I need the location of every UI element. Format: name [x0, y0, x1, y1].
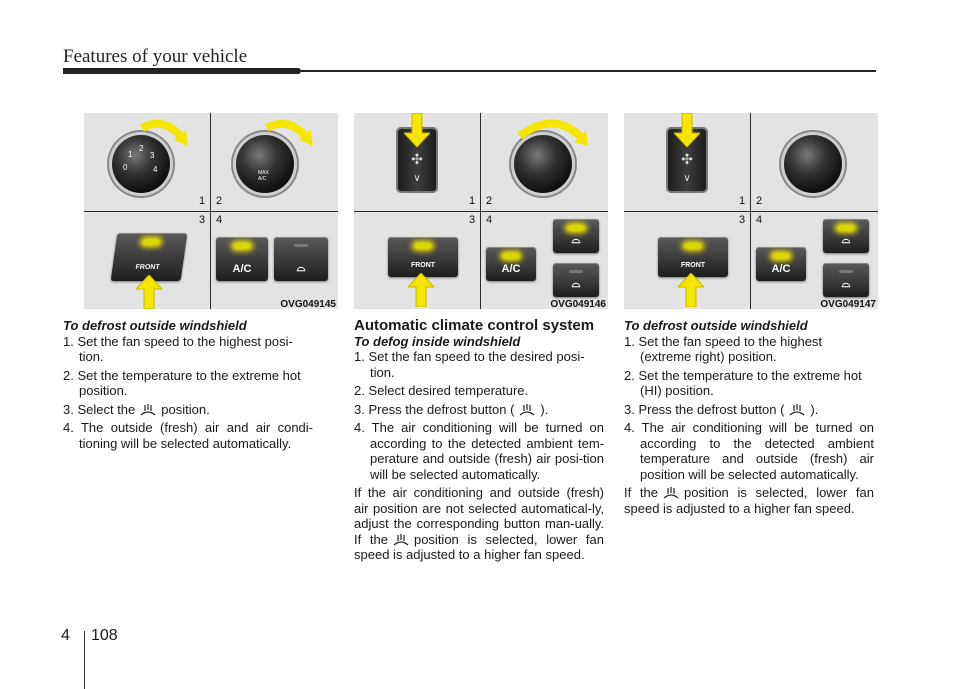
chevron-down-icon: ∨: [683, 173, 691, 184]
recirculation-button: ⌓: [274, 237, 328, 281]
outside-air-button: ⌓: [553, 219, 599, 253]
defrost-icon: [790, 403, 805, 415]
chapter-number: 4: [61, 627, 70, 644]
section-heading: To defrost outside windshield: [63, 318, 247, 333]
arrow-up-icon: [136, 275, 162, 309]
fan-icon: ✣: [411, 151, 423, 167]
step-2: 2. Set the temperature to the extreme ho…: [624, 367, 862, 399]
section-heading: To defog inside windshield: [354, 333, 521, 349]
rotate-arrow-icon: [517, 119, 588, 146]
arrow-up-icon: [678, 273, 704, 307]
step-4: 4. The air conditioning will be turned o…: [624, 420, 874, 482]
step-3: 3. Press the defrost button ().: [624, 401, 819, 417]
rotate-arrow-icon: [265, 119, 313, 146]
column-3: To defrost outside windshield 1. Set the…: [624, 318, 874, 516]
recirculation-button: ⌓: [823, 263, 869, 297]
temperature-knob: [784, 135, 842, 193]
figure-3: ∧ ✣ ∨ 1 2 3 4 FRONT A/C ⌓ ⌓ OVG049147: [624, 113, 878, 309]
arrow-down-icon: [404, 113, 430, 147]
recirculation-button: ⌓: [553, 263, 599, 297]
figure-2: ∧ ✣ ∨ 1 2 3 4 FRONT A/C ⌓ ⌓ OVG049146: [354, 113, 608, 309]
step-2: 2. Select desired temperature.: [354, 383, 529, 398]
step-4: 4. The outside (fresh) air and air condi…: [63, 420, 313, 451]
step-1: 1. Set the fan speed to the highest posi…: [63, 333, 293, 365]
header-title: Features of your vehicle: [63, 46, 248, 67]
ac-button: A/C: [756, 247, 806, 281]
defrost-icon: [520, 403, 535, 415]
section-title: Automatic climate control system: [354, 317, 595, 334]
temperature-knob: MAX A/C: [236, 135, 294, 193]
defrost-icon: [393, 533, 409, 545]
footer-divider: [84, 631, 85, 689]
step-1: 1. Set the fan speed to the desired posi…: [354, 349, 585, 380]
front-defrost-button: FRONT: [388, 237, 458, 277]
temperature-knob: [514, 135, 572, 193]
chevron-down-icon: ∨: [413, 173, 421, 184]
column-2: Automatic climate control system To defo…: [354, 318, 604, 563]
step-2: 2. Set the temperature to the extreme ho…: [63, 367, 301, 399]
outside-air-button: ⌓: [823, 219, 869, 253]
defrost-icon: [663, 487, 679, 499]
page-number: 108: [91, 627, 118, 644]
body-paragraph: If the air conditioning and outside (fre…: [354, 485, 604, 562]
step-3: 3. Press the defrost button ().: [354, 401, 549, 417]
fan-icon: ✣: [681, 151, 693, 167]
step-1: 1. Set the fan speed to the highest (ext…: [624, 333, 823, 365]
step-4: 4. The air conditioning will be turned o…: [354, 420, 604, 482]
fan-speed-knob: 1 2 3 0 4: [112, 135, 170, 193]
front-defrost-button: FRONT: [658, 237, 728, 277]
rotate-arrow-icon: [140, 119, 188, 146]
ac-button: A/C: [486, 247, 536, 281]
column-1: To defrost outside windshield 1. Set the…: [63, 318, 313, 454]
section-heading: To defrost outside windshield: [624, 318, 808, 333]
arrow-up-icon: [408, 273, 434, 307]
arrow-down-icon: [674, 113, 700, 147]
figure-1: 1 2 3 0 4 MAX A/C 1 2 3 4 FRONT A/C ⌓ OV…: [84, 113, 338, 309]
header-rule: [63, 68, 876, 74]
defrost-icon: [140, 403, 156, 415]
front-defrost-button: FRONT: [110, 233, 188, 281]
ac-button: A/C: [216, 237, 268, 281]
